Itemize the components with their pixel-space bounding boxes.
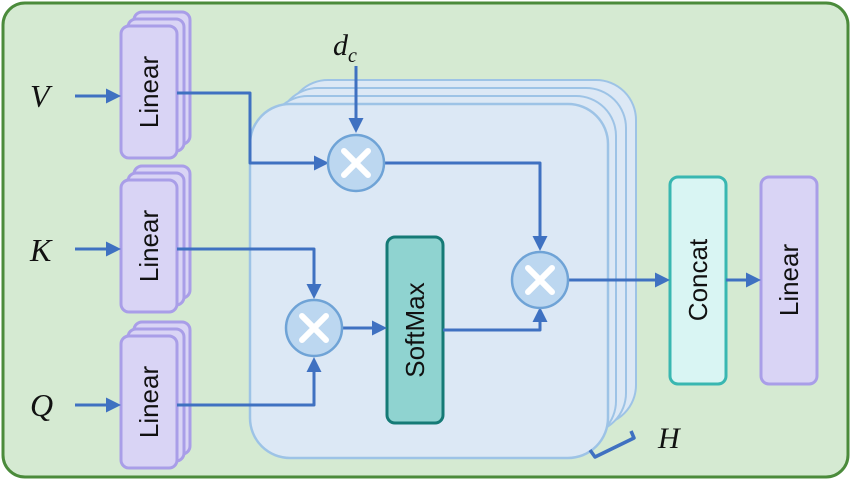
multiply-node-qk [284,298,344,358]
softmax-label: SoftMax [400,282,430,377]
linear-k-label: Linear [134,210,164,283]
input-label-q: Q [30,387,53,423]
scale-label-subscript: c [348,45,357,67]
multiply-icon [525,265,555,295]
arrow-scaled-to-multiply [384,161,548,251]
multiply-node-output [510,250,570,310]
scale-label-base: d [333,29,349,62]
linear-q-block [119,334,179,470]
heads-label: H [657,422,682,455]
input-label-v: V [30,78,53,114]
linear-k-stack: Linear [119,164,192,314]
linear-q-stack: Linear [119,320,192,470]
multiply-icon [299,313,329,343]
arrow-linear-k-to-multiply [177,247,322,299]
multiply-node-scale [326,133,386,193]
concat-label: Concat [683,238,713,321]
attention-head-stack [248,79,637,460]
linear-output-label: Linear [774,244,804,317]
linear-v-label: Linear [134,56,164,129]
linear-output-block [759,175,819,386]
scale-label: dc [333,29,357,67]
input-label-k: K [29,232,53,268]
arrow-softmax-to-multiply [443,307,548,332]
linear-v-stack: Linear [119,10,192,160]
arrow-linear-v-to-multiply [177,91,329,171]
multiply-icon [341,148,371,178]
heads-bracket [588,430,636,459]
linear-k-block [119,178,179,314]
arrow-linear-q-to-multiply [177,357,322,407]
linear-q-label: Linear [134,366,164,439]
connections [75,66,761,413]
